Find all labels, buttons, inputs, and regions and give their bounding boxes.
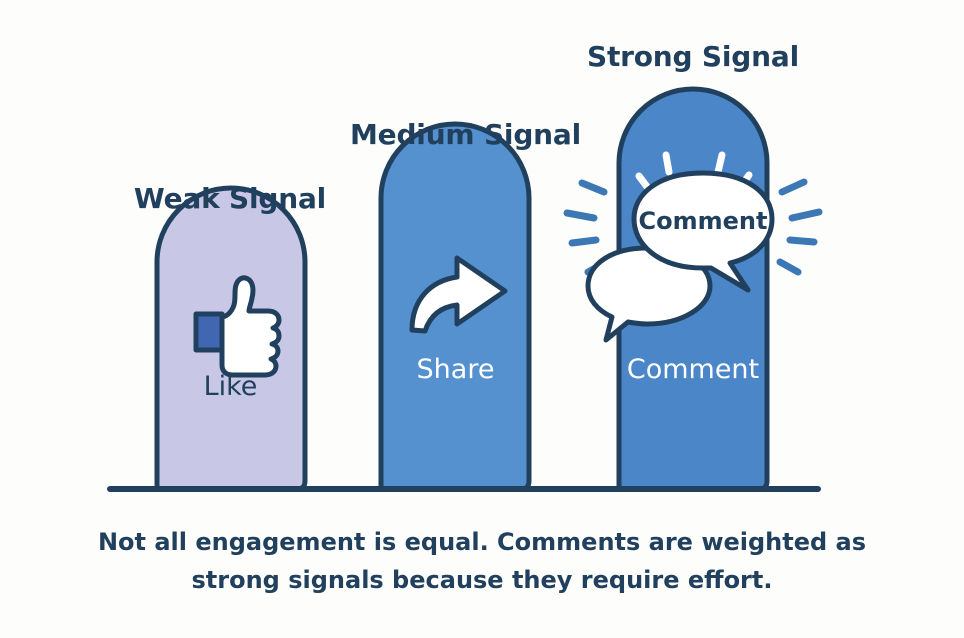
bar-label-like: Like (203, 371, 258, 402)
bar-label-share: Share (416, 354, 495, 385)
thumbs-up-icon (193, 275, 282, 378)
bar-heading-medium: Medium Signal (350, 118, 581, 151)
bar-group-share (378, 121, 532, 492)
bar-label-comment: Comment (626, 354, 760, 385)
caption-line-2: strong signals because they require effo… (191, 566, 773, 594)
bar-heading-strong: Strong Signal (587, 40, 799, 73)
bar-group-like (154, 185, 308, 492)
speech-bubbles-icon (585, 170, 775, 343)
share-arrow-icon (409, 255, 508, 334)
caption-line-1: Not all engagement is equal. Comments ar… (97, 528, 867, 556)
bar-heading-weak: Weak Signal (133, 182, 327, 215)
bar-group-comment (563, 86, 823, 492)
speech-bubble-text: Comment (638, 207, 768, 235)
